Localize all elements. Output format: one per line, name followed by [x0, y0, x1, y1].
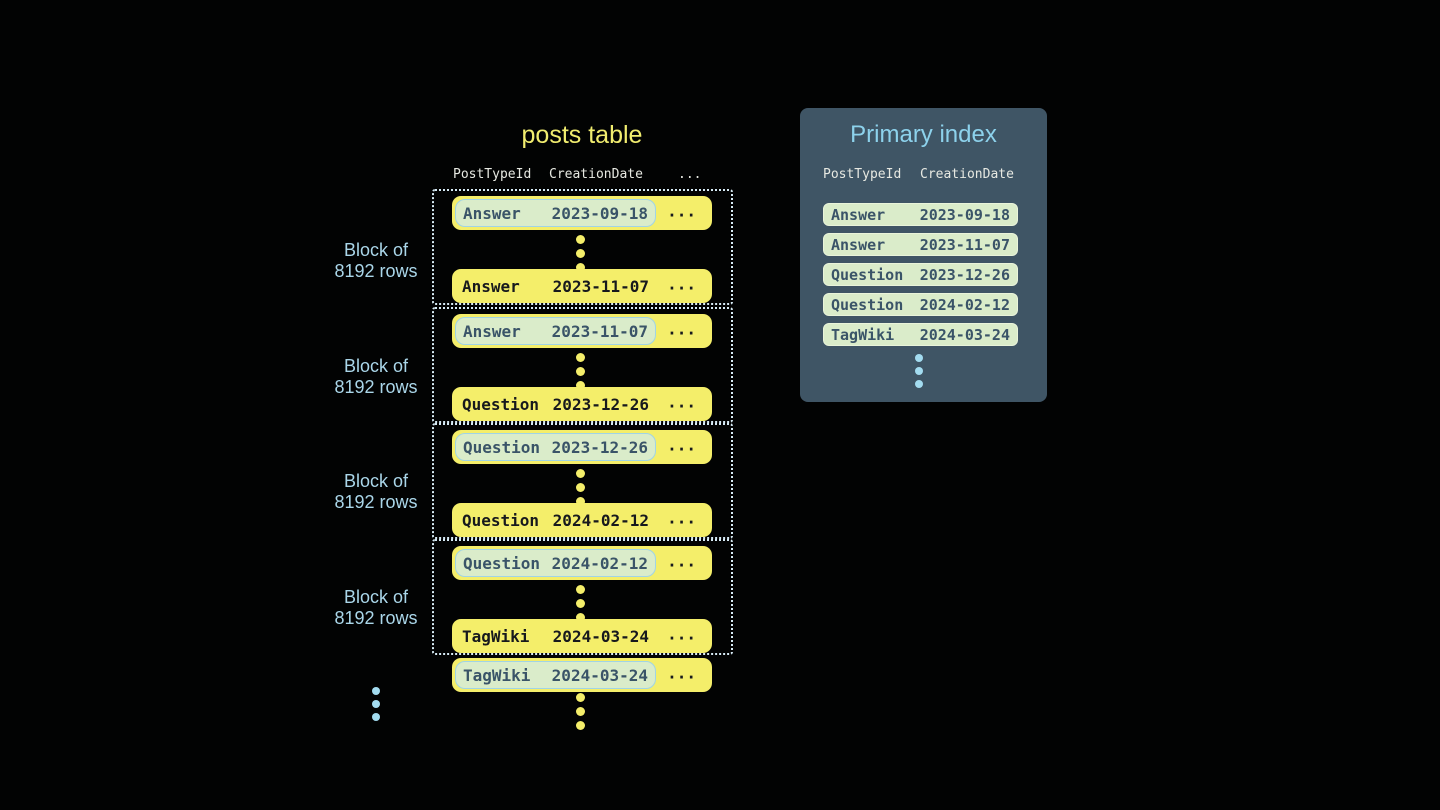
row-highlight: Question 2024-02-12 — [455, 549, 656, 577]
table-row: Question 2023-12-26 ... — [452, 430, 712, 464]
index-column-header-posttypeid: PostTypeId — [823, 167, 902, 182]
row-posttypeid: Question — [463, 553, 541, 573]
row-creationdate: 2023-12-26 — [551, 437, 648, 457]
row-creationdate: 2023-09-18 — [551, 203, 648, 223]
index-row-creationdate: 2023-11-07 — [919, 235, 1010, 254]
row-cells: TagWiki 2024-03-24 — [455, 622, 656, 650]
table-row: TagWiki 2024-03-24 ... — [452, 619, 712, 653]
index-row-posttypeid: Answer — [831, 235, 886, 254]
row-more-ellipsis: ... — [667, 201, 696, 221]
index-row-posttypeid: Question — [831, 265, 904, 284]
index-row: Question 2024-02-12 — [823, 293, 1018, 316]
row-creationdate: 2024-02-12 — [551, 553, 648, 573]
block-size-label-3: Block of 8192 rows — [306, 471, 446, 513]
index-row-creationdate: 2023-09-18 — [919, 205, 1010, 224]
row-more-ellipsis: ... — [667, 551, 696, 571]
block-label-line2: 8192 rows — [334, 261, 418, 281]
row-creationdate: 2024-03-24 — [552, 626, 649, 646]
primary-index-title: Primary index — [850, 121, 997, 148]
block-label-line1: Block of — [343, 240, 409, 260]
row-more-ellipsis: ... — [667, 435, 696, 455]
index-row-posttypeid: Answer — [831, 205, 886, 224]
row-more-ellipsis: ... — [667, 508, 696, 528]
index-row: Answer 2023-11-07 — [823, 233, 1018, 256]
index-row: Question 2023-12-26 — [823, 263, 1018, 286]
row-more-ellipsis: ... — [667, 624, 696, 644]
row-posttypeid: Answer — [463, 321, 521, 341]
block-label-line2: 8192 rows — [334, 377, 418, 397]
index-row: TagWiki 2024-03-24 — [823, 323, 1018, 346]
vertical-ellipsis-icon — [576, 585, 585, 627]
row-cells: Answer 2023-11-07 — [455, 272, 656, 300]
block-size-label-1: Block of 8192 rows — [306, 240, 446, 282]
row-creationdate: 2024-03-24 — [551, 665, 648, 685]
table-row: Answer 2023-11-07 ... — [452, 314, 712, 348]
row-more-ellipsis: ... — [667, 392, 696, 412]
vertical-ellipsis-icon — [576, 235, 585, 277]
more-index-entries-ellipsis-icon — [915, 354, 923, 393]
row-creationdate: 2023-12-26 — [552, 394, 649, 414]
table-row: Answer 2023-09-18 ... — [452, 196, 712, 230]
posts-block-3: Question 2023-12-26 ... Question 2024-02… — [432, 423, 733, 539]
more-blocks-ellipsis-icon — [372, 687, 380, 726]
row-creationdate: 2024-02-12 — [552, 510, 649, 530]
index-column-header-creationdate: CreationDate — [920, 167, 1014, 182]
posts-column-header-more: ... — [678, 167, 702, 182]
posts-column-header-posttypeid: PostTypeId — [453, 167, 532, 182]
posts-block-1: Answer 2023-09-18 ... Answer 2023-11-07 … — [432, 189, 733, 305]
row-highlight: Answer 2023-09-18 — [455, 199, 656, 227]
block-label-line1: Block of — [343, 471, 409, 491]
vertical-ellipsis-icon — [576, 469, 585, 511]
row-posttypeid: Question — [462, 394, 540, 414]
row-posttypeid: Question — [463, 437, 541, 457]
row-posttypeid: Answer — [463, 203, 521, 223]
vertical-ellipsis-icon — [576, 353, 585, 395]
block-size-label-4: Block of 8192 rows — [306, 587, 446, 629]
row-creationdate: 2023-11-07 — [552, 276, 649, 296]
block-size-label-2: Block of 8192 rows — [306, 356, 446, 398]
row-posttypeid: Answer — [462, 276, 520, 296]
table-row: Question 2023-12-26 ... — [452, 387, 712, 421]
block-label-line2: 8192 rows — [334, 492, 418, 512]
table-row-overflow: TagWiki 2024-03-24 ... — [452, 658, 712, 692]
index-row-posttypeid: TagWiki — [831, 325, 895, 344]
posts-block-2: Answer 2023-11-07 ... Question 2023-12-2… — [432, 307, 733, 423]
row-more-ellipsis: ... — [667, 319, 696, 339]
index-row-creationdate: 2023-12-26 — [919, 265, 1010, 284]
row-more-ellipsis: ... — [667, 663, 696, 683]
vertical-ellipsis-icon — [576, 693, 585, 735]
index-row-creationdate: 2024-02-12 — [919, 295, 1010, 314]
index-row-posttypeid: Question — [831, 295, 904, 314]
row-highlight: TagWiki 2024-03-24 — [455, 661, 656, 689]
row-creationdate: 2023-11-07 — [551, 321, 648, 341]
table-row: Answer 2023-11-07 ... — [452, 269, 712, 303]
index-row-creationdate: 2024-03-24 — [919, 325, 1010, 344]
table-row: Question 2024-02-12 ... — [452, 503, 712, 537]
table-row: Question 2024-02-12 ... — [452, 546, 712, 580]
block-label-line1: Block of — [343, 587, 409, 607]
row-posttypeid: Question — [462, 510, 540, 530]
posts-block-4: Question 2024-02-12 ... TagWiki 2024-03-… — [432, 539, 733, 655]
row-cells: Question 2023-12-26 — [455, 390, 656, 418]
row-posttypeid: TagWiki — [463, 665, 531, 685]
row-highlight: Answer 2023-11-07 — [455, 317, 656, 345]
index-row: Answer 2023-09-18 — [823, 203, 1018, 226]
row-posttypeid: TagWiki — [462, 626, 530, 646]
posts-table-title: posts table — [521, 121, 643, 149]
primary-index-panel: Primary index PostTypeId CreationDate An… — [800, 108, 1047, 402]
row-highlight: Question 2023-12-26 — [455, 433, 656, 461]
row-cells: Question 2024-02-12 — [455, 506, 656, 534]
block-label-line1: Block of — [343, 356, 409, 376]
block-label-line2: 8192 rows — [334, 608, 418, 628]
posts-column-header-creationdate: CreationDate — [549, 167, 643, 182]
row-more-ellipsis: ... — [667, 274, 696, 294]
